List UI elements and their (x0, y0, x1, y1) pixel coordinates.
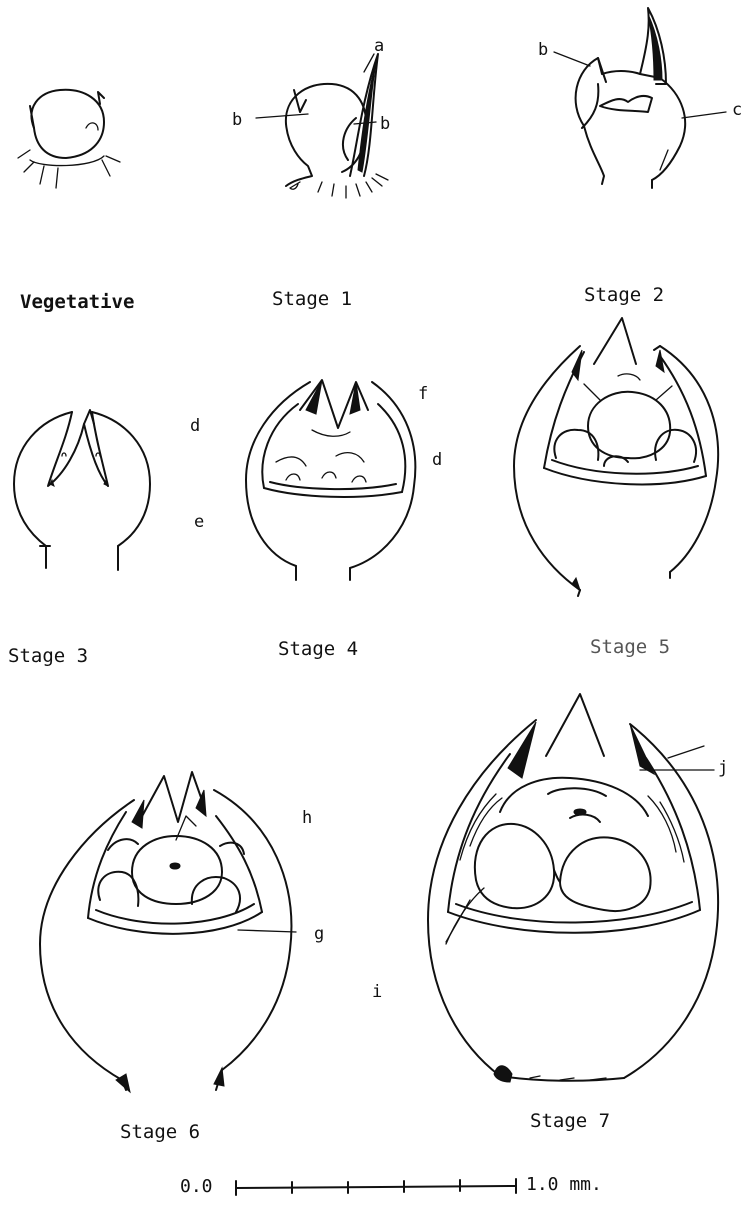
label-d-stage4: d (432, 452, 442, 469)
label-h: h (302, 810, 312, 827)
stage3-drawing (14, 410, 150, 570)
label-b-stage2: b (538, 42, 548, 59)
label-i: i (372, 984, 382, 1001)
label-b-stage1-left: b (232, 112, 242, 129)
scale-start-label: 0.0 (180, 1178, 213, 1196)
caption-vegetative: Vegetative (20, 293, 134, 312)
label-f: f (418, 386, 428, 403)
caption-stage2: Stage 2 (584, 286, 664, 305)
stage1-drawing (286, 54, 388, 198)
caption-stage5: Stage 5 (590, 638, 670, 657)
caption-stage1: Stage 1 (272, 290, 352, 309)
stage2-drawing (576, 8, 686, 188)
stage5-drawing (514, 318, 718, 596)
label-g: g (314, 926, 324, 943)
stage4-drawing (246, 380, 415, 580)
label-b-stage1-right: b (380, 116, 390, 133)
caption-stage4: Stage 4 (278, 640, 358, 659)
caption-stage6: Stage 6 (120, 1123, 200, 1142)
scale-end-label: 1.0 mm. (526, 1176, 602, 1194)
stage6-drawing (40, 772, 291, 1092)
label-d-stage3: d (190, 418, 200, 435)
scale-bar-line (236, 1179, 516, 1195)
label-c: c (732, 102, 742, 119)
caption-stage3: Stage 3 (8, 647, 88, 666)
caption-stage7: Stage 7 (530, 1112, 610, 1131)
label-a: a (374, 38, 384, 55)
label-e: e (194, 514, 204, 531)
vegetative-drawing (18, 90, 120, 188)
stage7-drawing (428, 694, 718, 1082)
label-j: j (718, 760, 728, 777)
